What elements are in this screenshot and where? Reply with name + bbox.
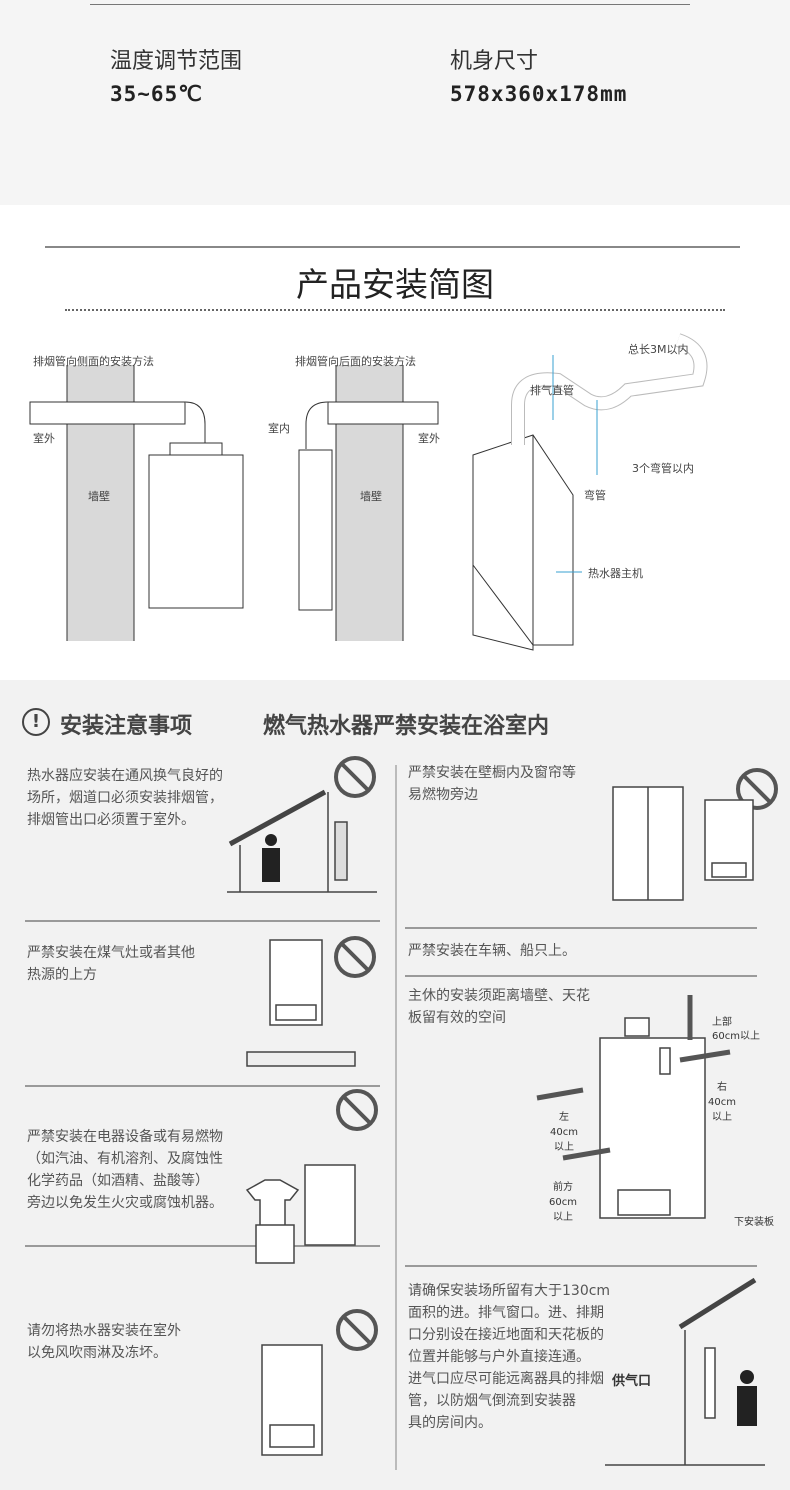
divider <box>405 975 757 977</box>
note-line: 管，以防烟气倒流到安装器 <box>408 1393 576 1409</box>
spec-section: 温度调节范围 35~65℃ 机身尺寸 578x360x178mm <box>0 0 790 205</box>
prohibited-icon <box>336 1309 378 1351</box>
note-line: 场所，烟道口必须安装排烟管， <box>27 790 223 806</box>
side-outdoor-label: 室外 <box>33 432 55 445</box>
notes-header: 安装注意事项 <box>60 714 193 739</box>
note-line: 严禁安装在壁橱内及窗帘等 <box>408 765 576 781</box>
note-heat-source: 严禁安装在煤气灶或者其他热源的上方 <box>27 942 195 986</box>
clearance-text: 40cm <box>550 1127 578 1138</box>
note-line: 面积的进。排气窗口。进、排期 <box>408 1305 604 1321</box>
clearance-text: 前方 <box>552 1182 573 1193</box>
pipe-bend-label: 弯管 <box>584 489 606 502</box>
clearance-text: 上部 <box>712 1017 732 1028</box>
note-ventilation: 热水器应安装在通风换气良好的场所，烟道口必须安装排烟管， 排烟管出口必须置于室外。 <box>27 765 223 831</box>
note-line: 以免风吹雨淋及冻坏。 <box>27 1345 167 1361</box>
note-line: 排烟管出口必须置于室外。 <box>27 812 195 828</box>
note-line: 口分别设在接近地面和天花板的 <box>408 1327 604 1343</box>
clearance-text: 40cm <box>708 1097 736 1108</box>
clearance-text: 左 <box>558 1112 569 1123</box>
spec-value-size: 578x360x178mm <box>450 82 628 106</box>
section-title: 产品安装简图 <box>296 265 494 304</box>
clearance-front: 前方 60cm 以上 <box>549 1180 577 1225</box>
prohibited-icon <box>334 756 376 798</box>
note-line: 位置并能够与户外直接连通。 <box>408 1349 590 1365</box>
divider <box>25 1245 380 1247</box>
note-line: 热水器应安装在通风换气良好的 <box>27 768 223 784</box>
warning-icon: ! <box>22 708 50 736</box>
spec-value-temperature: 35~65℃ <box>110 82 203 106</box>
side-install-caption: 排烟管向侧面的安装方法 <box>33 355 154 368</box>
spec-label-size: 机身尺寸 <box>450 49 539 74</box>
note-clearance: 主休的安装须距离墙壁、天花板留有效的空间 <box>408 985 590 1029</box>
prohibited-icon <box>736 768 778 810</box>
clearance-left: 左 40cm 以上 <box>550 1110 578 1155</box>
column-divider <box>395 765 397 1470</box>
clearance-right: 右 40cm 以上 <box>708 1080 736 1125</box>
clearance-top: 上部 60cm以上 <box>712 1016 760 1044</box>
prohibited-icon <box>334 936 376 978</box>
note-air-inlet: 请确保安装场所留有大于130cm 面积的进。排气窗口。进、排期口分别设在接近地面和… <box>408 1280 610 1434</box>
clearance-text: 以上 <box>553 1142 574 1153</box>
clearance-text: 右 <box>716 1082 727 1093</box>
note-line: 热源的上方 <box>27 967 97 983</box>
pipe-total-label: 总长3M以内 <box>628 343 689 356</box>
note-line: 严禁安装在电器设备或有易燃物 <box>27 1129 223 1145</box>
rear-indoor-label: 室内 <box>268 422 290 435</box>
person-icon <box>737 1370 757 1426</box>
note-line: 板留有效的空间 <box>408 1010 506 1026</box>
note-line: 主休的安装须距离墙壁、天花 <box>408 988 590 1004</box>
pipe-bends-label: 3个弯管以内 <box>632 462 694 475</box>
spec-label-temperature: 温度调节范围 <box>110 49 243 74</box>
clearance-text: 以上 <box>711 1112 732 1123</box>
dotted-divider <box>65 309 725 311</box>
note-line: 请勿将热水器安装在室外 <box>27 1323 181 1339</box>
air-inlet-label: 供气口 <box>612 1374 652 1389</box>
clearance-text: 以上 <box>552 1212 573 1223</box>
note-line: 化学药品（如酒精、盐酸等） <box>27 1173 209 1189</box>
divider <box>405 927 757 929</box>
divider <box>25 1085 380 1087</box>
note-line: 严禁安装在煤气灶或者其他 <box>27 945 195 961</box>
clearance-arrows <box>536 995 731 1161</box>
note-line: 旁边以免发生火灾或腐蚀机器。 <box>27 1195 223 1211</box>
note-line: 易燃物旁边 <box>408 787 478 803</box>
note-outdoor: 请勿将热水器安装在室外以免风吹雨淋及冻坏。 <box>27 1320 181 1364</box>
person-icon <box>262 834 280 882</box>
note-line: 进气口应尽可能远离器具的排烟 <box>408 1371 604 1387</box>
note-flammables: 严禁安装在电器设备或有易燃物 （如汽油、有机溶剂、及腐蚀性化学药品（如酒精、盐酸等… <box>27 1126 223 1214</box>
unit-label: 热水器主机 <box>588 567 643 580</box>
clearance-text: 60cm <box>549 1197 577 1208</box>
install-diagram-section: 产品安装简图 排烟管向侧面的安装方法 室外 墙壁 <box>0 205 790 680</box>
divider <box>45 246 740 248</box>
pipe-straight-label: 排气直管 <box>530 384 574 397</box>
note-closet: 严禁安装在壁橱内及窗帘等易燃物旁边 <box>408 762 576 806</box>
divider <box>405 1265 757 1267</box>
bathroom-warning-header: 燃气热水器严禁安装在浴室内 <box>263 714 550 739</box>
divider <box>25 920 380 922</box>
install-illustrations <box>29 333 708 651</box>
note-vehicles: 严禁安装在车辆、船只上。 <box>408 940 576 962</box>
note-line: （如汽油、有机溶剂、及腐蚀性 <box>27 1151 223 1167</box>
notes-illustrations <box>227 756 778 1466</box>
prohibited-icon <box>336 1089 378 1131</box>
note-line: 严禁安装在车辆、船只上。 <box>408 943 576 959</box>
side-wall-label: 墙壁 <box>88 490 110 503</box>
note-line: 请确保安装场所留有大于130cm <box>408 1283 611 1299</box>
bottom-plate-label: 下安装板 <box>734 1217 774 1228</box>
rear-install-caption: 排烟管向后面的安装方法 <box>295 355 416 368</box>
divider <box>90 4 690 5</box>
clearance-text: 60cm以上 <box>712 1031 760 1042</box>
prohibited-icons <box>334 756 778 1351</box>
install-notes-section: ! 安装注意事项 燃气热水器严禁安装在浴室内 热水器应安装在通风换气良好的场所，… <box>0 680 790 1490</box>
rear-wall-label: 墙壁 <box>360 490 382 503</box>
note-line: 具的房间内。 <box>408 1415 492 1431</box>
rear-outdoor-label: 室外 <box>418 432 440 445</box>
